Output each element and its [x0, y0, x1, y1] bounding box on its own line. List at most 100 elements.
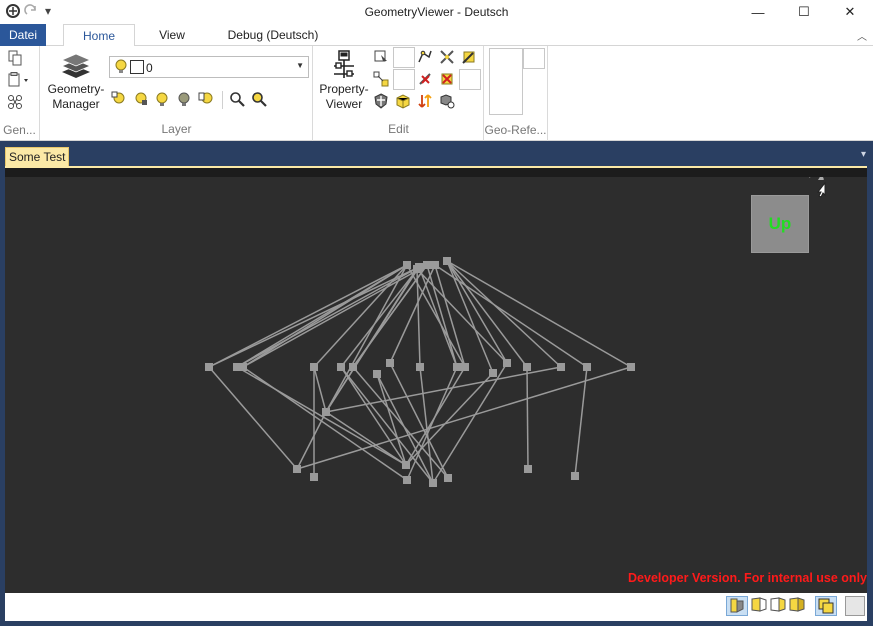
geometry-canvas[interactable]: Up Developer Version. For internal use o… [5, 177, 867, 593]
edit-empty-slot[interactable] [459, 69, 481, 90]
graph-edge [208, 366, 298, 470]
graph-edge [236, 366, 407, 466]
title-bar: ▾ GeometryViewer - Deutsch — ☐ ✕ [0, 0, 873, 24]
document-tab[interactable]: Some Test [5, 147, 70, 166]
graph-node[interactable] [423, 261, 431, 269]
app-icon[interactable] [5, 3, 21, 19]
edit-wand-icon[interactable] [461, 49, 477, 65]
graph-node[interactable] [293, 465, 301, 473]
graph-node[interactable] [503, 359, 511, 367]
graph-node[interactable] [373, 370, 381, 378]
graph-node[interactable] [444, 474, 452, 482]
up-button[interactable]: Up [751, 195, 809, 253]
geometry-manager-button[interactable]: Geometry- Manager [44, 48, 108, 112]
status-empty-button[interactable] [845, 596, 865, 616]
geometry-graph[interactable] [5, 177, 867, 593]
copy-icon[interactable] [7, 50, 23, 66]
status-layer-3-icon[interactable] [768, 596, 790, 616]
graph-node[interactable] [557, 363, 565, 371]
edit-empty-slot[interactable] [393, 47, 415, 68]
tab-datei[interactable]: Datei [0, 24, 46, 46]
edit-box-icon[interactable] [395, 93, 411, 109]
graph-edge [242, 366, 408, 481]
document-tab-accent [5, 166, 867, 168]
status-layer-4-icon[interactable] [787, 596, 809, 616]
graph-node[interactable] [583, 363, 591, 371]
minimize-button[interactable]: — [751, 4, 765, 20]
collapse-ribbon-button[interactable]: ︿ [857, 32, 867, 43]
graph-node[interactable] [627, 363, 635, 371]
redo-icon[interactable] [23, 3, 39, 19]
graph-node[interactable] [322, 408, 330, 416]
graph-node[interactable] [489, 369, 497, 377]
layer-add-icon[interactable] [111, 91, 127, 107]
network-icon[interactable] [7, 94, 23, 110]
graph-node[interactable] [386, 359, 394, 367]
edit-empty-slot[interactable] [393, 69, 415, 90]
edit-tools-icon[interactable] [439, 49, 455, 65]
tab-view[interactable]: View [159, 28, 185, 42]
maximize-button[interactable]: ☐ [798, 4, 810, 19]
graph-node[interactable] [310, 473, 318, 481]
paste-icon[interactable] [7, 72, 28, 88]
edit-move-icon[interactable] [373, 71, 389, 87]
graph-node[interactable] [461, 363, 469, 371]
status-layer-2-icon[interactable] [749, 596, 771, 616]
graph-node[interactable] [431, 261, 439, 269]
graph-node[interactable] [416, 363, 424, 371]
graph-edge [406, 366, 458, 481]
graph-node[interactable] [443, 257, 451, 265]
graph-edge [574, 366, 588, 477]
graph-node[interactable] [429, 479, 437, 487]
edit-transfer-icon[interactable] [417, 93, 433, 109]
status-copy-icon[interactable] [815, 596, 837, 616]
document-header-strip [5, 168, 867, 177]
property-viewer-button[interactable]: Property- Viewer [315, 48, 373, 112]
graph-node[interactable] [413, 265, 421, 273]
edit-remove-point-icon[interactable] [439, 71, 455, 87]
edit-polyline-icon[interactable] [417, 49, 433, 65]
graph-node[interactable] [205, 363, 213, 371]
graph-node[interactable] [523, 363, 531, 371]
georef-large-slot[interactable] [489, 48, 523, 115]
graph-node[interactable] [233, 363, 241, 371]
graph-node[interactable] [239, 363, 247, 371]
layer-on-icon[interactable] [154, 91, 170, 107]
tab-debug[interactable]: Debug (Deutsch) [227, 28, 319, 42]
edit-properties-icon[interactable] [439, 93, 455, 109]
document-list-menu[interactable]: ▾ [860, 149, 866, 160]
zoom-layer-icon[interactable] [251, 91, 267, 107]
graph-node[interactable] [337, 363, 345, 371]
graph-edge [208, 266, 420, 368]
georef-small-slot[interactable] [523, 48, 545, 69]
graph-node[interactable] [524, 465, 532, 473]
layer-lock-icon[interactable] [198, 91, 214, 107]
graph-node[interactable] [403, 261, 411, 269]
graph-edge [446, 260, 562, 368]
layer-select[interactable]: 0 ▼ [109, 56, 309, 78]
status-layer-1-icon[interactable] [726, 596, 748, 616]
close-button[interactable]: ✕ [844, 4, 856, 19]
edit-select-icon[interactable] [373, 49, 389, 65]
customize-quick-access-button[interactable]: ▾ [44, 4, 52, 18]
zoom-icon[interactable] [229, 91, 245, 107]
graph-node[interactable] [403, 476, 411, 484]
status-bar [5, 593, 867, 621]
rotate-cursor-icon [803, 177, 837, 201]
layer-off-icon[interactable] [176, 91, 192, 107]
layer-visibility-icon[interactable] [133, 91, 149, 107]
tab-home[interactable]: Home [63, 24, 135, 47]
graph-node[interactable] [310, 363, 318, 371]
group-general: Gen... [0, 46, 40, 141]
graph-node[interactable] [453, 363, 461, 371]
graph-edge [389, 362, 449, 479]
edit-delete-icon[interactable] [417, 71, 433, 87]
graph-edge [296, 411, 327, 470]
edit-shield-icon[interactable] [373, 93, 389, 109]
graph-edge [446, 260, 494, 374]
graph-edge [242, 264, 428, 368]
graph-node[interactable] [349, 363, 357, 371]
bulb-on-icon [113, 59, 129, 75]
graph-node[interactable] [571, 472, 579, 480]
graph-node[interactable] [402, 461, 410, 469]
